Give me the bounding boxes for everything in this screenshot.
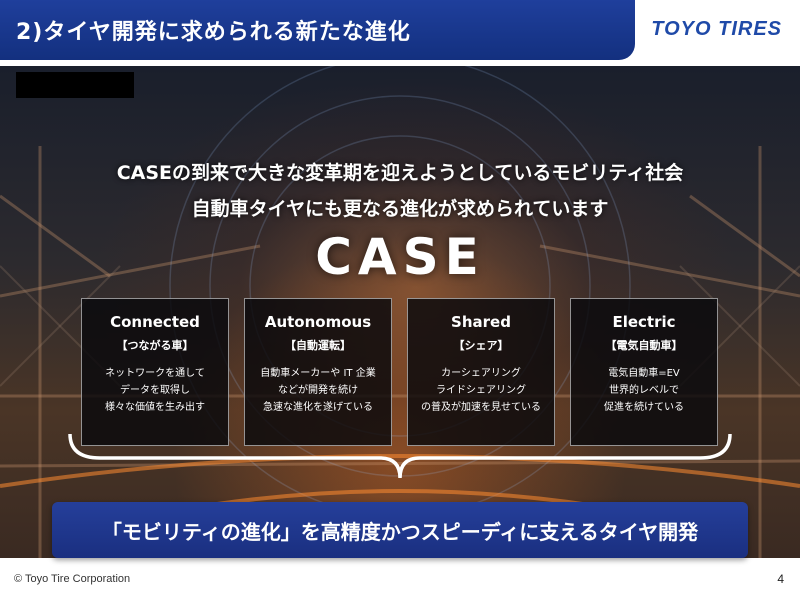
card-desc-line: ライドシェアリング	[436, 385, 526, 396]
headline-line-2: 自動車タイヤにも更なる進化が求められています	[191, 198, 609, 220]
case-title: CASE	[315, 228, 485, 286]
card-title: Autonomous	[264, 313, 372, 331]
summary-banner: 「モビリティの進化」を高精度かつスピーディに支えるタイヤ開発	[52, 502, 748, 558]
card-title: Connected	[110, 313, 200, 331]
card-electric: Electric 【電気自動車】 電気自動車=EV 世界的レベルで 促進を続けて…	[570, 298, 718, 446]
card-subtitle: 【自動運転】	[285, 339, 351, 352]
toyo-tires-logo: TOYO TIRES	[651, 18, 782, 40]
slide-header: 2)タイヤ開発に求められる新たな進化 TOYO TIRES	[0, 0, 800, 60]
page-number: 4	[777, 572, 784, 586]
card-desc-line: ネットワークを通して	[105, 368, 205, 379]
headline-line-1: CASEの到来で大きな変革期を迎えようとしているモビリティ社会	[116, 162, 684, 184]
summary-text: 「モビリティの進化」を高精度かつスピーディに支えるタイヤ開発	[101, 520, 699, 544]
card-description: 電気自動車=EV 世界的レベルで 促進を続けている	[571, 365, 717, 416]
card-description: ネットワークを通して データを取得し 様々な価値を生み出す	[82, 365, 228, 416]
card-desc-line: 自動車メーカーや IT 企業	[260, 368, 376, 379]
card-subtitle: 【シェア】	[453, 339, 509, 352]
card-connected: Connected 【つながる車】 ネットワークを通して データを取得し 様々な…	[81, 298, 229, 446]
card-desc-line: データを取得し	[120, 385, 190, 396]
card-subtitle: 【電気自動車】	[605, 339, 683, 352]
slide-title: 2)タイヤ開発に求められる新たな進化	[16, 20, 411, 45]
title-bar: 2)タイヤ開発に求められる新たな進化	[0, 0, 635, 60]
copyright: © Toyo Tire Corporation	[14, 573, 131, 585]
card-subtitle: 【つながる車】	[116, 339, 194, 352]
card-shared: Shared 【シェア】 カーシェアリング ライドシェアリング の普及が加速を見…	[407, 298, 555, 446]
card-title: Shared	[451, 313, 511, 331]
card-desc-line: 様々な価値を生み出す	[105, 402, 205, 413]
redaction-block	[16, 72, 134, 98]
card-description: カーシェアリング ライドシェアリング の普及が加速を見せている	[408, 365, 554, 416]
card-desc-line: 促進を続けている	[604, 402, 684, 413]
card-autonomous: Autonomous 【自動運転】 自動車メーカーや IT 企業 などが開発を続…	[244, 298, 392, 446]
card-desc-line: 世界的レベルで	[609, 385, 679, 396]
card-desc-line: の普及が加速を見せている	[421, 402, 541, 413]
hero-image: CASEの到来で大きな変革期を迎えようとしているモビリティ社会 自動車タイヤにも…	[0, 66, 800, 558]
card-title: Electric	[612, 313, 676, 331]
card-desc-line: 急速な進化を遂げている	[263, 402, 373, 413]
card-desc-line: カーシェアリング	[441, 368, 521, 379]
card-desc-line: 電気自動車=EV	[608, 368, 680, 379]
card-desc-line: などが開発を続け	[278, 385, 358, 396]
card-description: 自動車メーカーや IT 企業 などが開発を続け 急速な進化を遂げている	[245, 365, 391, 416]
